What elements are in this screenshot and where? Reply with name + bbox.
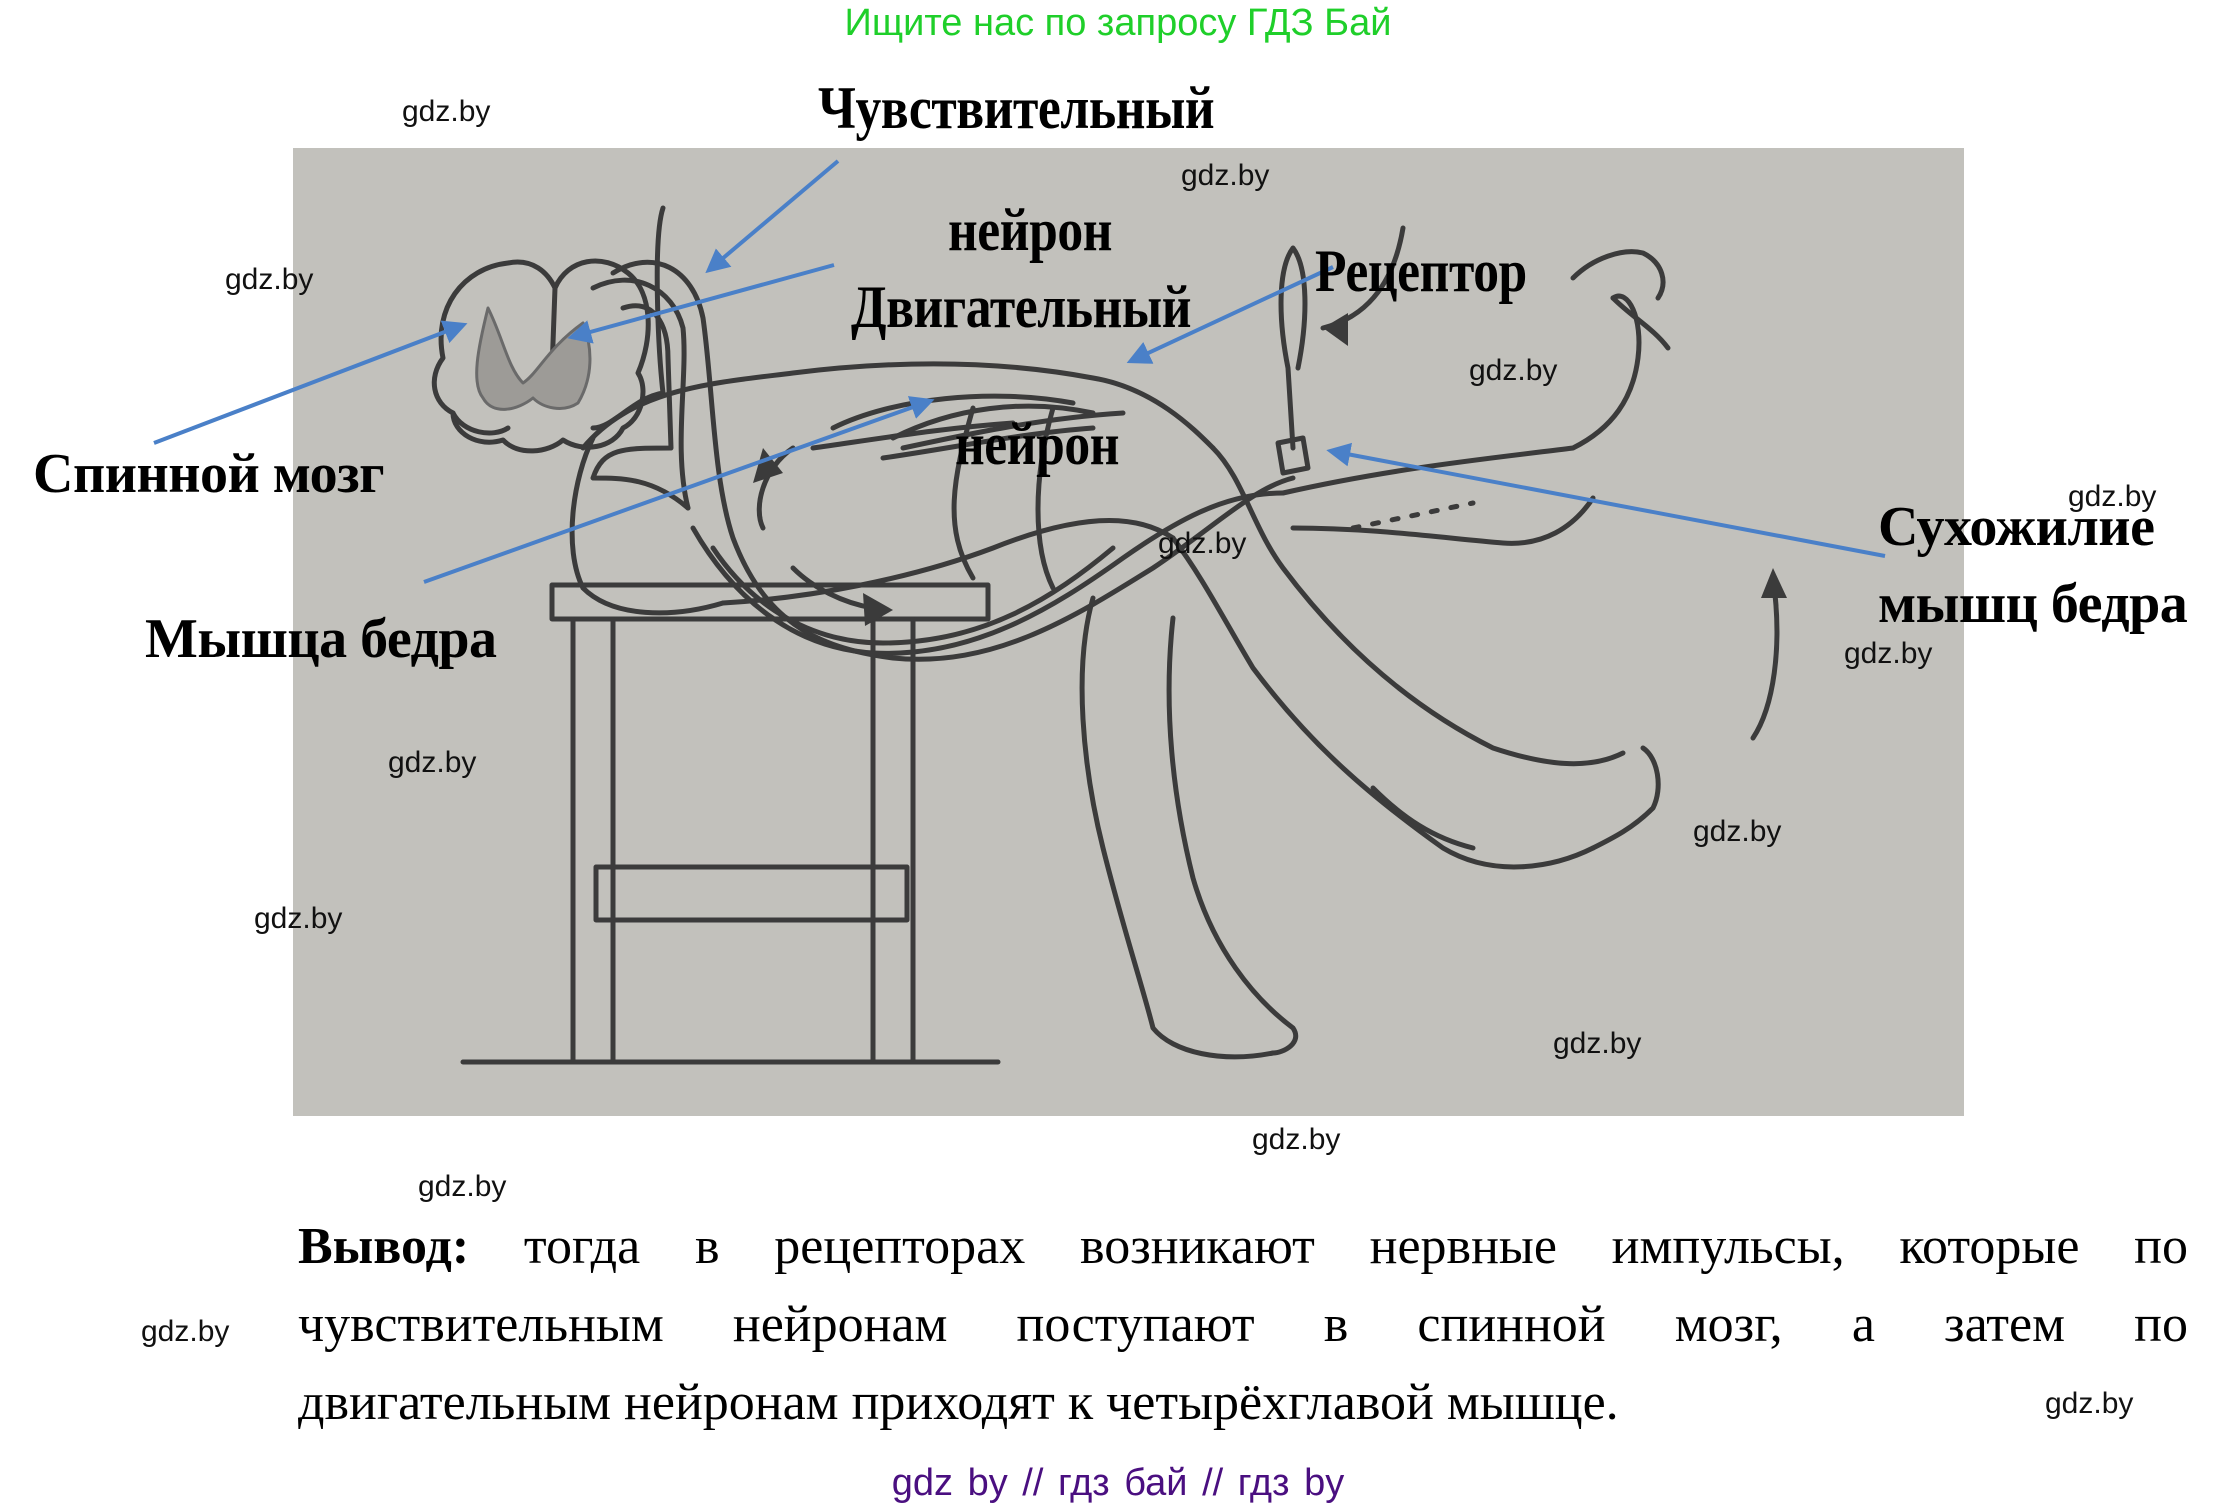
watermark: gdz.by — [1469, 354, 1558, 387]
watermark: gdz.by — [1553, 1027, 1642, 1060]
watermark: gdz.by — [1693, 815, 1782, 848]
search-banner: Ищите нас по запросу ГДЗ Бай — [844, 2, 1392, 44]
label-motor-neuron-line2: нейрон — [955, 411, 1120, 477]
label-receptor: Рецептор — [1315, 238, 1527, 304]
label-tendon-line1: Сухожилие — [1878, 496, 2155, 558]
watermark: gdz.by — [388, 746, 477, 779]
watermark: gdz.by — [1181, 159, 1270, 192]
label-thigh-muscle: Мышца бедра — [145, 608, 497, 670]
watermark: gdz.by — [1252, 1123, 1341, 1156]
watermark: gdz.by — [418, 1170, 507, 1203]
label-sensory-neuron-line1: Чувствительный — [818, 75, 1215, 141]
conclusion-paragraph: Вывод: тогда в рецепторах возникают нерв… — [298, 1208, 2188, 1442]
conclusion-line-1: Вывод: тогда в рецепторах возникают нерв… — [298, 1208, 2188, 1286]
conclusion-text-1: тогда в рецепторах возникают нервные имп… — [523, 1218, 2188, 1275]
watermark: gdz.by — [2068, 480, 2157, 513]
watermark: gdz.by — [1844, 637, 1933, 670]
label-motor-neuron-line1: Двигательный — [851, 274, 1192, 340]
watermark: gdz.by — [2045, 1387, 2134, 1420]
conclusion-line-2: чувствительным нейронам поступают в спин… — [298, 1296, 2188, 1353]
watermark: gdz.by — [402, 95, 491, 128]
label-spinal-cord: Спинной мозг — [33, 443, 385, 505]
label-sensory-neuron-line2: нейрон — [948, 197, 1113, 263]
footer-links: gdz by // гдз бай // гдз by — [891, 1462, 1345, 1504]
watermark: gdz.by — [225, 263, 314, 296]
conclusion-lead: Вывод: — [298, 1218, 470, 1275]
conclusion-line-3: двигательным нейронам приходят к четырёх… — [298, 1374, 1619, 1431]
watermark: gdz.by — [141, 1315, 230, 1348]
watermark: gdz.by — [254, 902, 343, 935]
label-tendon-line2: мышц бедра — [1878, 573, 2188, 635]
watermark: gdz.by — [1158, 527, 1247, 560]
